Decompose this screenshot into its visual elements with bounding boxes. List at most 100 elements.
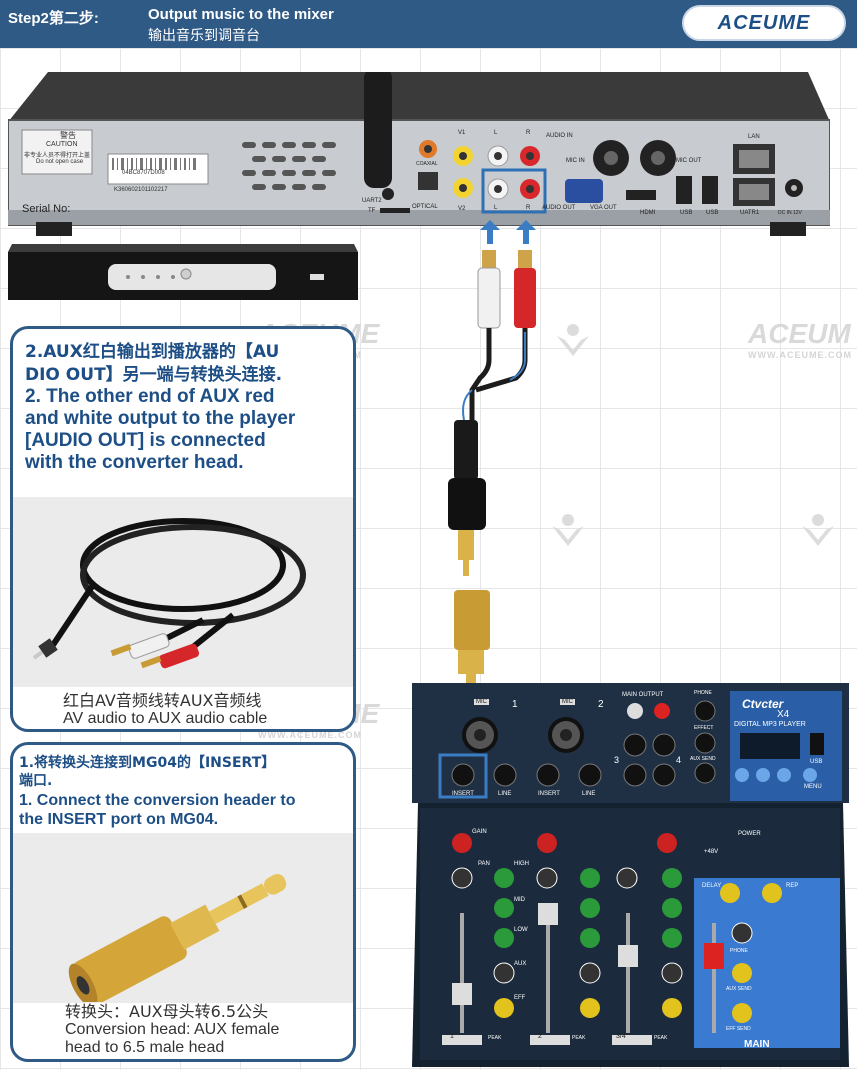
mid-label: MID	[514, 897, 525, 903]
insert1-label[interactable]: INSERT	[452, 791, 474, 797]
panel1-text-cn-line2: DIO OUT】另一端与转换头连接.	[25, 365, 283, 385]
port-label-l-bottom: L	[494, 205, 498, 211]
port-label-v1: V1	[458, 130, 466, 136]
port-label-dc-in: DC IN 12V	[778, 210, 802, 216]
mixer-ch2-bottom: 2	[538, 1033, 542, 1040]
panel2-caption-en-line1: Conversion head: AUX female	[65, 1021, 280, 1038]
panel2-text-en-line2: the INSERT port on MG04.	[19, 811, 219, 828]
barcode-top: 04BC8707D008	[122, 170, 165, 176]
pan-label: PAN	[478, 861, 490, 867]
port-label-hdmi: HDMI	[640, 210, 656, 216]
aux-send-knob-label: AUX SEND	[726, 986, 752, 992]
panel2-caption-cn: 转换头：AUX母头转6.5公头	[65, 1002, 269, 1021]
port-label-mic-out: MIC OUT	[676, 158, 702, 164]
phone-knob-label: PHONE	[730, 948, 748, 954]
mixer-model: X4	[777, 709, 790, 720]
port-label-audio-out: AUDIO OUT	[542, 205, 576, 211]
peak1-label: PEAK	[488, 1035, 502, 1041]
mic2-label: MIC	[560, 699, 575, 705]
aux-send-label: AUX SEND	[690, 756, 716, 762]
player-back-panel	[8, 72, 830, 236]
peak3-label: PEAK	[654, 1035, 668, 1041]
eff-send-knob-label: EFF SEND	[726, 1026, 751, 1032]
rep-label: REP	[786, 883, 799, 889]
aux-label: AUX	[514, 961, 527, 967]
cable-illustration	[448, 220, 536, 720]
port-label-r-top: R	[526, 130, 531, 136]
serial-label: Serial No:	[22, 203, 71, 215]
warning-en: Do not open case	[36, 159, 84, 165]
phone-label: PHONE	[694, 690, 712, 696]
step-label: Step2第二步:	[8, 10, 99, 27]
port-label-optical: OPTICAL	[412, 204, 438, 210]
player-front-panel	[8, 244, 358, 300]
panel2-text-cn-line2: 端口.	[19, 773, 53, 789]
ch3-label: 3	[614, 755, 620, 765]
effect-label: EFFECT	[694, 725, 714, 731]
panel1-text-en-line4: with the converter head.	[25, 452, 244, 473]
port-label-l-top: L	[494, 130, 498, 136]
gain-label: GAIN	[472, 829, 487, 835]
warning-title: 警告	[60, 131, 76, 140]
usb-label: USB	[810, 759, 823, 765]
warning-caution: CAUTION	[46, 141, 78, 148]
port-label-usb2: USB	[706, 210, 719, 216]
main-label: MAIN	[744, 1039, 770, 1050]
mic1-label: MIC	[474, 699, 489, 705]
panel1-text-en-line3: [AUDIO OUT] is connected	[25, 430, 266, 451]
port-label-vga-out: VGA OUT	[590, 205, 617, 211]
watermark-figure-icon	[552, 514, 584, 546]
line2-label: LINE	[582, 791, 596, 797]
panel2-caption-en-line2: head to 6.5 male head	[65, 1039, 225, 1056]
phantom-48v-label: +48V	[704, 849, 719, 855]
port-label-v2: V2	[458, 206, 466, 212]
step-panel-aux-cable: 2.AUX红白输出到播放器的【AU DIO OUT】另一端与转换头连接. 2. …	[10, 326, 356, 732]
conversion-head-image	[68, 874, 287, 1002]
panel1-text-cn-line1: 2.AUX红白输出到播放器的【AU	[25, 342, 280, 362]
warning-cn: 非专业人员不得打开上盖	[24, 152, 91, 159]
low-label: LOW	[514, 927, 528, 933]
port-label-uatr1: UATR1	[740, 210, 760, 216]
watermark-figure-icon	[802, 514, 834, 546]
brand-badge: ACEUME	[682, 5, 846, 41]
av-to-aux-cable-image	[33, 518, 306, 669]
page-title-cn: 输出音乐到调音台	[148, 28, 260, 44]
port-label-usb1: USB	[680, 210, 693, 216]
port-label-mic-in: MIC IN	[566, 158, 585, 164]
panel1-text-en-line2: and white output to the player	[25, 408, 296, 429]
peak2-label: PEAK	[572, 1035, 586, 1041]
panel1-caption-en: AV audio to AUX audio cable	[63, 710, 268, 727]
barcode-bottom: K360602101102217	[114, 187, 168, 193]
line1-label: LINE	[498, 791, 512, 797]
panel2-text-en-line1: 1. Connect the conversion header to	[19, 792, 296, 809]
mixer-device: Ctvcter X4 DIGITAL MP3 PLAYER MIC 1 MIC …	[412, 683, 849, 1067]
panel1-caption-cn: 红白AV音频线转AUX音频线	[63, 691, 262, 710]
port-label-coaxial: COAXIAL	[416, 161, 438, 167]
step-panel-conversion-head: 1.将转换头连接到MG04的【INSERT】 端口. 1. Connect th…	[10, 742, 356, 1062]
port-label-r-bottom: R	[526, 205, 531, 211]
page-title-en: Output music to the mixer	[148, 6, 334, 23]
mixer-brand: Ctvcter	[742, 697, 784, 711]
port-label-tf: TF	[368, 208, 376, 214]
power-label: POWER	[738, 831, 761, 837]
mixer-body	[412, 683, 849, 1067]
delay-label: DELAY	[702, 883, 722, 889]
panel2-text-cn-line1: 1.将转换头连接到MG04的【INSERT】	[19, 755, 276, 771]
main-output-label: MAIN OUTPUT	[622, 692, 664, 698]
ch4-label: 4	[676, 755, 682, 765]
brand-logo: ACEUME	[717, 12, 811, 34]
high-label: HIGH	[514, 861, 529, 867]
port-label-uart2: UART2	[362, 198, 382, 204]
port-label-audio-in: AUDIO IN	[546, 133, 573, 139]
insert2-label: INSERT	[538, 791, 560, 797]
ch2-label: 2	[598, 699, 604, 710]
watermark-figure-icon	[557, 324, 589, 356]
watermark: ACEUM WWW.ACEUME.COM	[748, 318, 852, 360]
mixer-ch1-bottom: 1	[450, 1033, 454, 1040]
panel1-text-en-line1: 2. The other end of AUX red	[25, 386, 275, 407]
port-label-lan: LAN	[748, 134, 760, 140]
menu-button[interactable]: MENU	[804, 784, 822, 790]
mixer-player-label: DIGITAL MP3 PLAYER	[734, 721, 806, 728]
eff-label: EFF	[514, 995, 526, 1001]
ch1-label: 1	[512, 699, 518, 710]
